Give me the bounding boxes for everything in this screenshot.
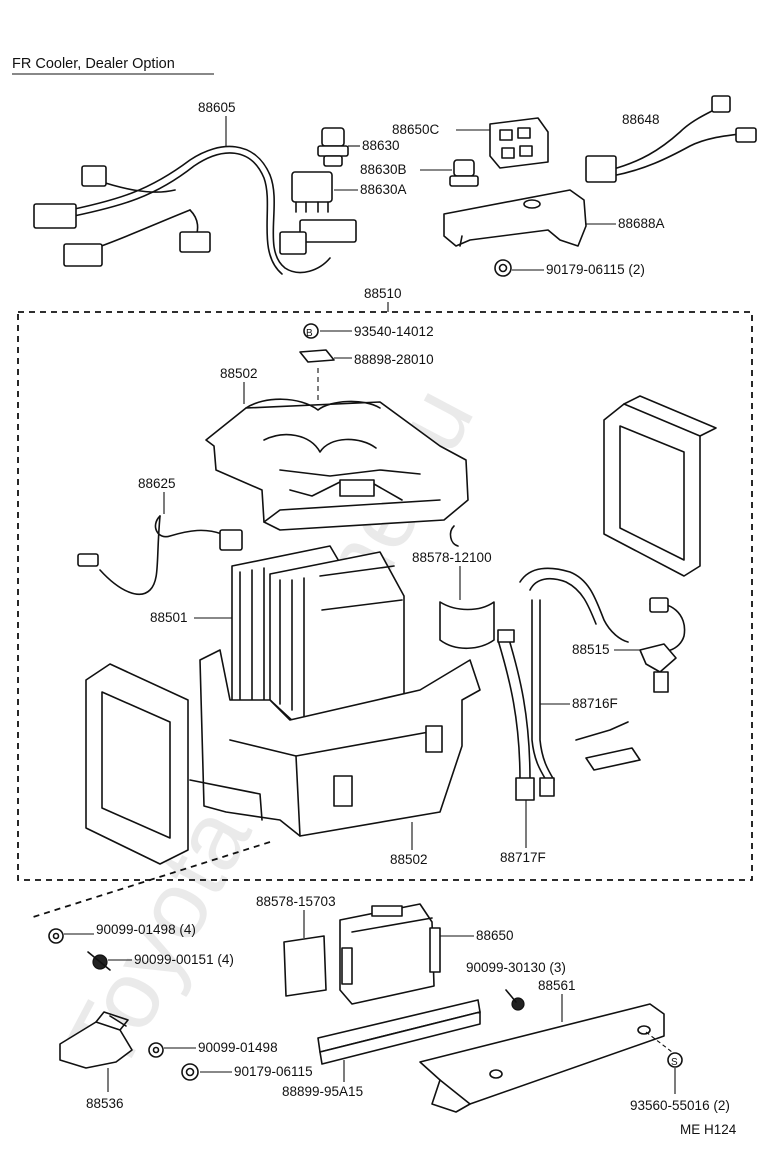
frame-left: [85, 663, 189, 865]
label-88630: 88630: [362, 138, 400, 153]
screw-90099-30130-3: [505, 989, 525, 1011]
bracket-88561: [419, 1003, 665, 1113]
label-90179-06115-2: 90179-06115 (2): [546, 262, 645, 277]
label-93540-14012: 93540-14012: [354, 324, 434, 339]
washer-90099-01498-4: [48, 928, 64, 944]
label-88502-bottom: 88502: [390, 852, 428, 867]
thermistor-88625: [77, 515, 243, 595]
valve-88515: [639, 597, 686, 693]
label-88536: 88536: [86, 1096, 124, 1111]
leader-s-dashed: [645, 1031, 673, 1053]
diagram-title: FR Cooler, Dealer Option: [12, 56, 175, 72]
amplifier-88650: [339, 903, 441, 1005]
clamp-small: [575, 721, 641, 771]
label-88630A: 88630A: [360, 182, 407, 197]
label-88688A: 88688A: [618, 216, 665, 231]
dashed-lead-lower: [29, 841, 271, 919]
marker-b: B: [303, 323, 319, 339]
label-88502-top: 88502: [220, 366, 258, 381]
footer-code: ME H124: [680, 1122, 737, 1137]
label-88625: 88625: [138, 476, 176, 491]
label-88578-15703: 88578-15703: [256, 894, 336, 909]
label-88561: 88561: [538, 978, 576, 993]
bracket-88688A: [443, 189, 587, 247]
assembly-88510-boundary: [17, 311, 753, 881]
label-88650C: 88650C: [392, 122, 440, 137]
upper-case-88502: [205, 398, 469, 531]
label-88650: 88650: [476, 928, 514, 943]
svg-text:S: S: [671, 1057, 678, 1068]
harness-88648: [585, 95, 757, 183]
label-90179-06115: 90179-06115: [234, 1064, 313, 1079]
label-88605: 88605: [198, 100, 236, 115]
label-88578-12100: 88578-12100: [412, 550, 492, 565]
switch-88630B: [449, 159, 479, 187]
evaporator-88501: [231, 545, 405, 725]
plate-88898-28010: [299, 349, 335, 363]
clip-88578-12100: [439, 525, 495, 650]
label-88716F: 88716F: [572, 696, 618, 711]
label-93560-55016-2: 93560-55016 (2): [630, 1098, 730, 1113]
pad-88578-15703: [283, 935, 327, 997]
bracket-88536: [59, 1011, 133, 1069]
label-90099-30130-3: 90099-30130 (3): [466, 960, 566, 975]
pipe-88717F: [497, 629, 555, 801]
label-88501: 88501: [150, 610, 188, 625]
block-88650C: [489, 117, 549, 169]
wire-harness-88605: [33, 145, 357, 275]
switch-88630: [317, 127, 349, 167]
marker-s: S: [667, 1052, 683, 1068]
label-90099-01498-4: 90099-01498 (4): [96, 922, 196, 937]
lower-case-88502: [189, 649, 481, 837]
label-88899-95A15: 88899-95A15: [282, 1084, 363, 1099]
label-88510: 88510: [364, 286, 402, 301]
nut-90179-06115-2: [494, 259, 512, 277]
nut-90179-06115: [181, 1063, 199, 1081]
svg-text:B: B: [306, 328, 313, 339]
label-88630B: 88630B: [360, 162, 407, 177]
washer-90099-01498: [148, 1042, 164, 1058]
screw-90099-00151-4: [87, 951, 111, 971]
pipe-88716F: [519, 567, 629, 781]
label-88898-28010: 88898-28010: [354, 352, 434, 367]
label-88717F: 88717F: [500, 850, 546, 865]
label-88515: 88515: [572, 642, 610, 657]
label-90099-00151-4: 90099-00151 (4): [134, 952, 234, 967]
label-90099-01498: 90099-01498: [198, 1040, 278, 1055]
strip-88899-95A15: [317, 999, 481, 1065]
relay-88630A: [291, 171, 333, 213]
label-88648: 88648: [622, 112, 660, 127]
frame-right: [603, 395, 717, 577]
